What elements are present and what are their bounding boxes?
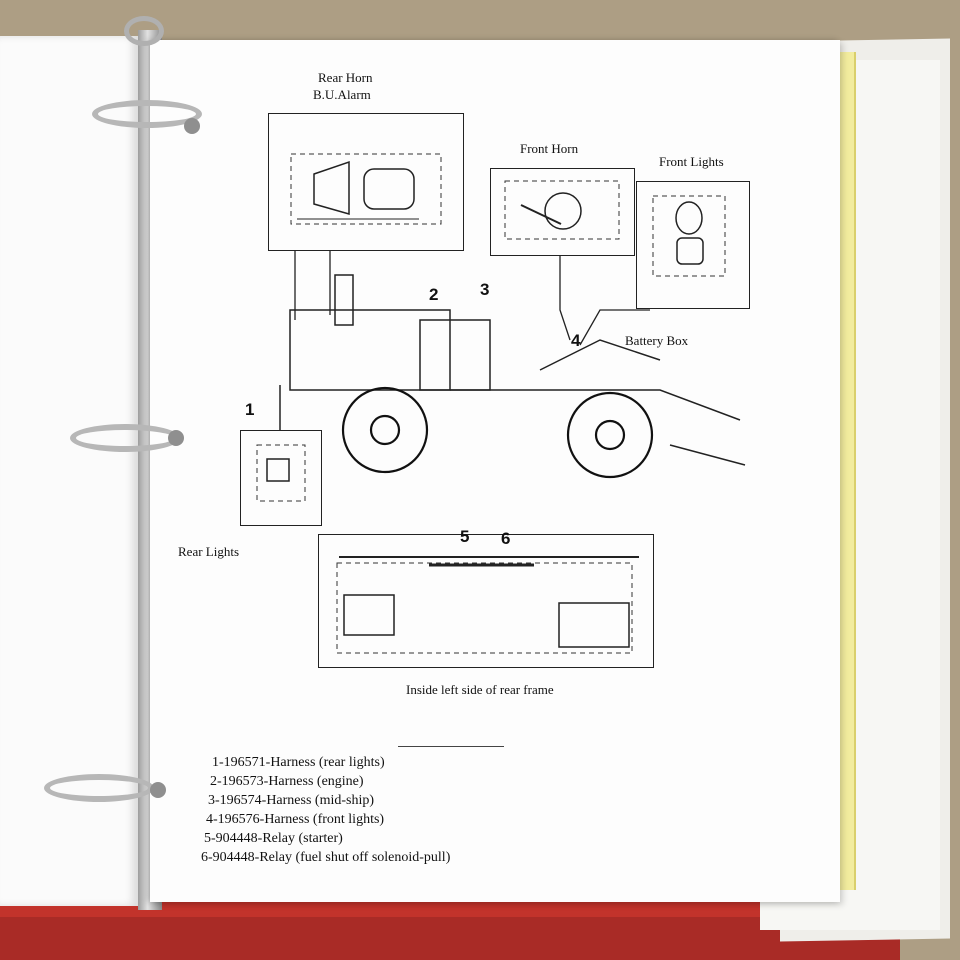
battery-box-label: Battery Box	[625, 333, 689, 348]
list-item: 2-196573-Harness (engine)	[210, 774, 364, 789]
connector-lines	[294, 250, 650, 346]
front-lights-label: Front Lights	[659, 154, 724, 169]
rear-frame-caption: Inside left side of rear frame	[406, 682, 554, 697]
front-horn-detail-box	[490, 168, 635, 256]
compactor-machine-drawing	[279, 274, 746, 479]
left-page	[0, 36, 138, 906]
callout-3: 3	[480, 280, 490, 299]
list-item: 5-904448-Relay (starter)	[204, 831, 343, 846]
manual-page	[150, 40, 840, 902]
punch-hole	[168, 430, 184, 446]
binder-ring-middle	[70, 424, 180, 452]
front-wheel	[566, 391, 654, 479]
punch-hole	[150, 782, 166, 798]
callout-6: 6	[501, 529, 511, 548]
rear-horn-drawing	[290, 153, 442, 225]
front-horn-label: Front Horn	[520, 141, 579, 156]
punch-hole	[184, 118, 200, 134]
wheel-drawings	[341, 386, 654, 479]
rear-frame-drawing	[336, 556, 639, 654]
rear-wheel	[341, 386, 429, 474]
list-item: 6-904448-Relay (fuel shut off solenoid-p…	[201, 850, 451, 865]
list-item: 1-196571-Harness (rear lights)	[212, 755, 385, 770]
binder-ring-top	[92, 100, 202, 128]
callout-4: 4	[571, 331, 581, 350]
binder-ring-clasp	[124, 16, 164, 46]
front-lights-drawing	[652, 195, 726, 277]
parts-list: 1-196571-Harness (rear lights) 2-196573-…	[200, 753, 450, 867]
bu-alarm-label: B.U.Alarm	[313, 87, 371, 102]
rear-frame-detail-box	[318, 534, 654, 668]
callout-1: 1	[245, 400, 255, 419]
rear-lights-label: Rear Lights	[178, 544, 240, 559]
front-horn-drawing	[504, 180, 620, 240]
list-item: 4-196576-Harness (front lights)	[206, 812, 385, 827]
list-item: 3-196574-Harness (mid-ship)	[208, 793, 375, 808]
rear-lights-detail-box	[240, 430, 322, 526]
rear-lights-drawing	[256, 444, 306, 502]
divider-line	[398, 746, 504, 747]
rear-horn-label: Rear Horn	[318, 70, 373, 85]
binder-ring-bottom	[44, 774, 154, 802]
callout-5: 5	[460, 527, 470, 546]
front-lights-detail-box	[636, 181, 750, 309]
callout-2: 2	[429, 285, 439, 304]
rear-horn-detail-box	[268, 113, 464, 251]
